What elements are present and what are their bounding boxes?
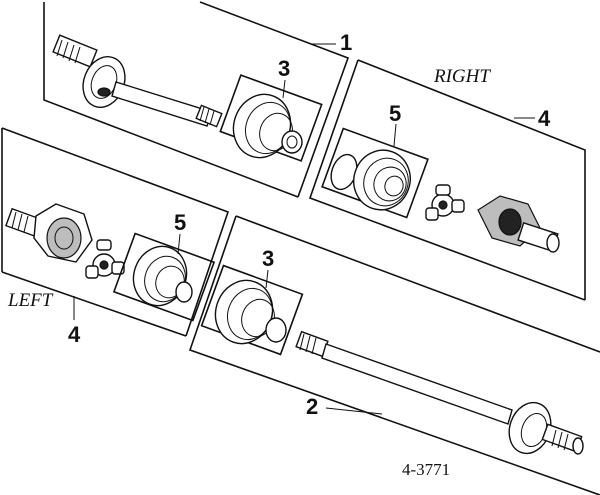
callout-joint-kit-left: 4 [68,322,81,347]
callout-inner-boot-right: 5 [389,101,401,126]
leader-lines [73,43,535,415]
left-tripod-spider [85,239,125,279]
left-inner-boot [112,232,216,322]
right-tripod-spider [425,184,465,221]
callout-joint-kit-right: 4 [538,106,551,131]
callout-axle-upper: 1 [340,30,352,55]
lower-axle-shaft [295,330,584,455]
callout-boot-upper: 3 [278,56,290,81]
upper-boot [219,74,323,162]
left-tulip-housing [5,203,93,263]
lower-boot [200,264,304,356]
side-label-left: LEFT [7,290,54,311]
upper-axle-shaft [52,34,223,128]
right-joint-kit-frame [308,59,586,301]
upper-shaft-frame [43,1,350,198]
lower-shaft-frame [188,215,600,495]
callout-boot-lower: 3 [262,246,274,271]
right-tulip-housing [477,195,560,253]
callout-axle-lower: 2 [306,394,318,419]
side-label-right: RIGHT [433,66,491,87]
callout-inner-boot-left: 5 [174,210,186,235]
left-joint-kit-frame [1,127,230,337]
reference-code: 4-3771 [402,460,450,479]
right-inner-boot [321,127,429,219]
